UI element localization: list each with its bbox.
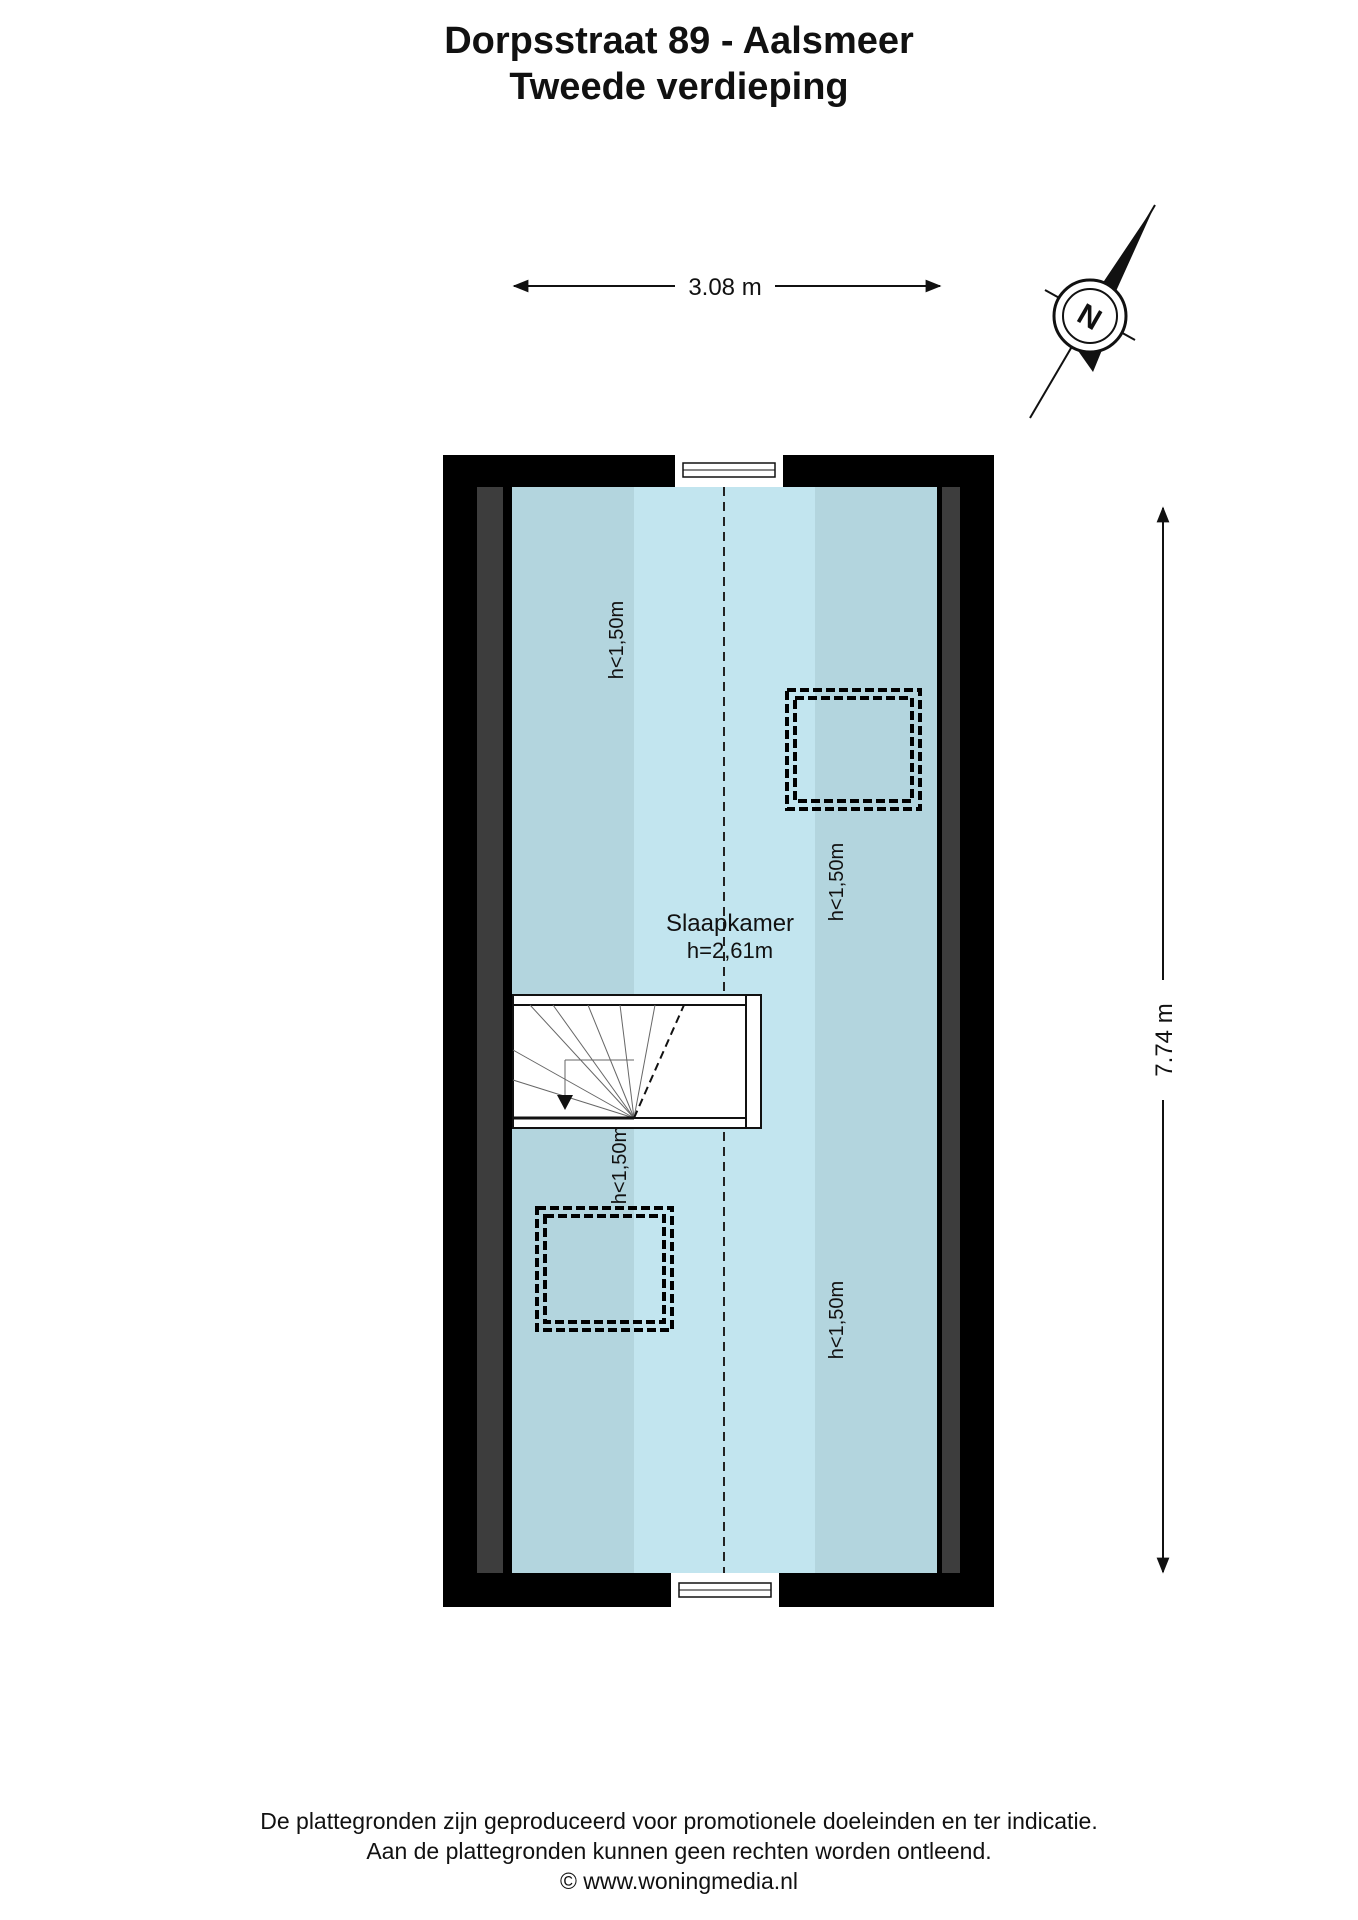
disclaimer-line-1: De plattegronden zijn geproduceerd voor … <box>260 1808 1098 1834</box>
stair-direction-arrow-icon <box>557 1095 573 1110</box>
height-dimension: 7.74 m <box>1151 506 1178 1574</box>
room-name: Slaapkamer <box>666 910 794 937</box>
width-label: 3.08 m <box>688 274 761 301</box>
low-ceiling-label-mid-right: h<1,50m <box>826 843 848 921</box>
inner-wall-left <box>477 487 503 1573</box>
skylight-top <box>785 688 922 811</box>
low-ceiling-label-top-left: h<1,50m <box>606 601 628 679</box>
plan-title: Dorpsstraat 89 - Aalsmeer <box>444 20 914 62</box>
height-label: 7.74 m <box>1151 1003 1178 1076</box>
compass-icon: N <box>1029 204 1156 419</box>
window-top <box>675 455 783 490</box>
inner-wall-right <box>942 487 960 1573</box>
low-ceiling-label-bottom-right: h<1,50m <box>826 1281 848 1359</box>
plan-subtitle: Tweede verdieping <box>509 66 849 108</box>
window-bottom <box>671 1573 779 1607</box>
copyright-link[interactable]: © www.woningmedia.nl <box>559 1868 799 1894</box>
disclaimer-line-2: Aan de plattegronden kunnen geen rechten… <box>366 1838 992 1864</box>
width-dimension: 3.08 m <box>512 274 942 301</box>
low-ceiling-label-stair-left: h<1,50m <box>609 1126 631 1204</box>
skylight-bottom <box>535 1206 674 1332</box>
staircase <box>512 994 762 1129</box>
room-height: h=2,61m <box>687 938 773 963</box>
